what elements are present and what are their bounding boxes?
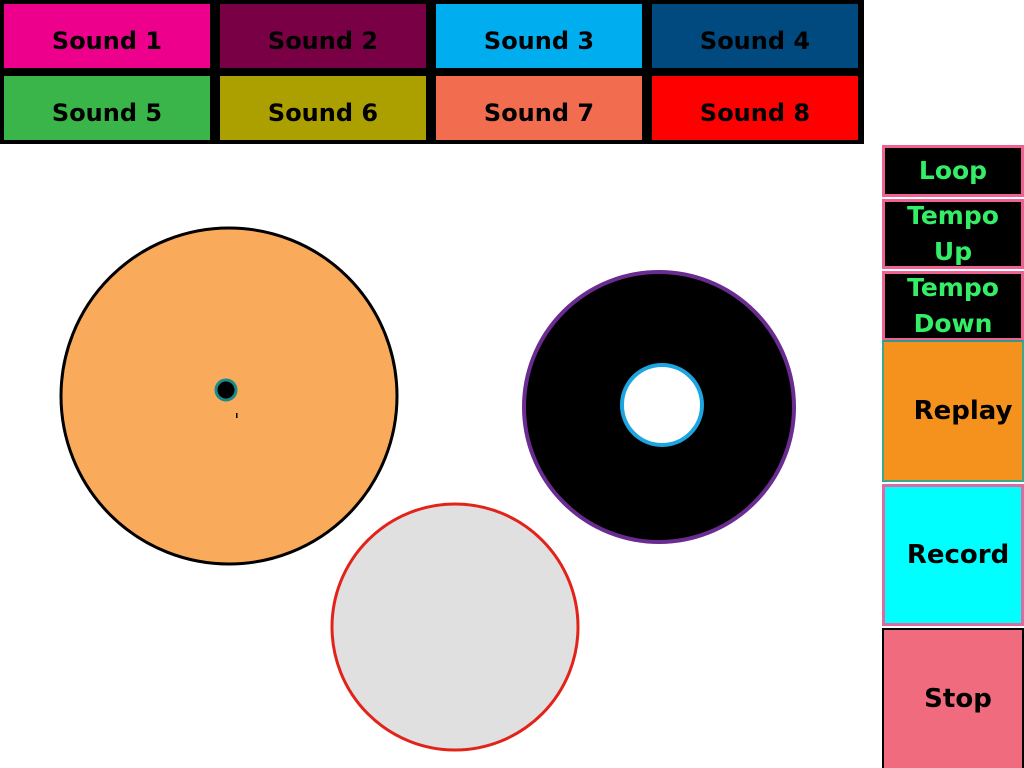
stop-button[interactable]: Stop (882, 628, 1024, 768)
stop-label: Stop (924, 684, 992, 714)
tempo-down-label: Tempo Down (907, 270, 999, 342)
loop-button[interactable]: Loop (882, 145, 1024, 197)
orange-disc[interactable] (59, 226, 399, 566)
tempo-up-label-line2: Up (933, 237, 973, 266)
tempo-up-label-line1: Tempo (907, 201, 999, 230)
grey-disc[interactable] (330, 502, 580, 752)
sound-5-button[interactable]: Sound 5 (4, 76, 210, 140)
sound-7-button[interactable]: Sound 7 (436, 76, 642, 140)
tempo-up-label: Tempo Up (907, 198, 999, 270)
tempo-down-button[interactable]: Tempo Down (882, 271, 1024, 341)
loop-label: Loop (918, 156, 988, 185)
sound-pad-grid: Sound 1 Sound 2 Sound 3 Sound 4 Sound 5 … (0, 0, 864, 144)
tempo-down-label-line1: Tempo (907, 273, 999, 302)
vinyl-record-disc[interactable] (522, 270, 796, 544)
sound-6-button[interactable]: Sound 6 (220, 76, 426, 140)
sound-1-button[interactable]: Sound 1 (4, 4, 210, 68)
sound-3-button[interactable]: Sound 3 (436, 4, 642, 68)
replay-button[interactable]: Replay (882, 340, 1024, 482)
record-button[interactable]: Record (882, 484, 1024, 626)
sound-2-button[interactable]: Sound 2 (220, 4, 426, 68)
replay-label: Replay (913, 396, 1013, 426)
tempo-down-label-line2: Down (913, 309, 993, 338)
sound-4-button[interactable]: Sound 4 (652, 4, 858, 68)
tempo-up-button[interactable]: Tempo Up (882, 199, 1024, 269)
record-label: Record (906, 540, 1010, 570)
sound-8-button[interactable]: Sound 8 (652, 76, 858, 140)
